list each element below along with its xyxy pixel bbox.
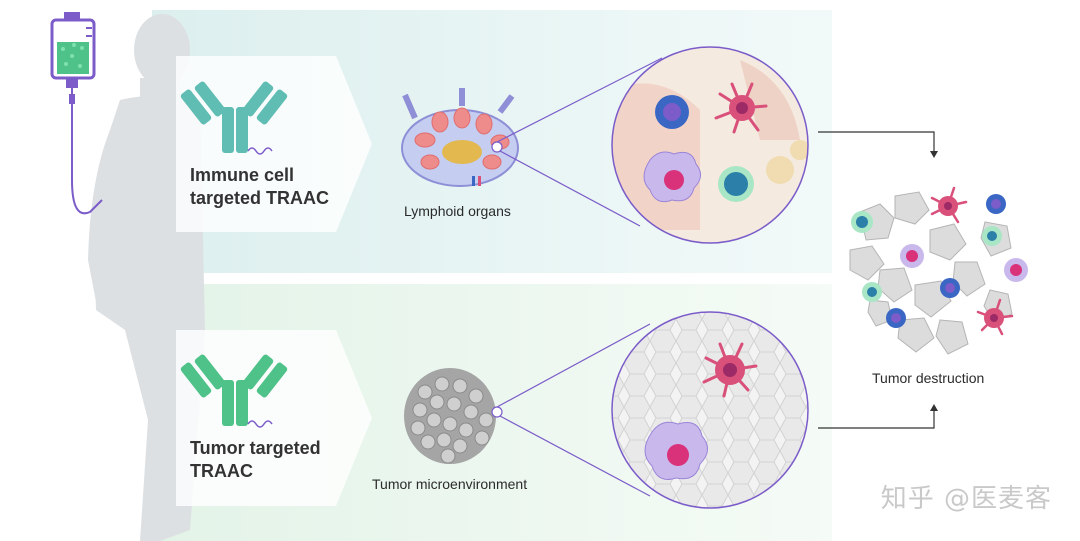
- lymphoid-organs-label: Lymphoid organs: [404, 203, 511, 219]
- bottom-chevron: [176, 330, 372, 506]
- zoom-lines: [491, 57, 663, 497]
- arrow-head-up: [930, 404, 938, 411]
- bottom-antibody-label-line1: Tumor targeted: [190, 438, 321, 458]
- magnified-lymph-view: [611, 46, 809, 244]
- iv-bag: [50, 12, 103, 215]
- tumor-microenvironment-label: Tumor microenvironment: [372, 476, 528, 492]
- arrows: [818, 131, 935, 429]
- top-antibody-icon: [180, 81, 288, 155]
- bottom-antibody-icon: [180, 354, 288, 428]
- top-chevron: [176, 56, 372, 232]
- tumor-mass-icon: [404, 368, 496, 464]
- magnified-tumor-view: [611, 311, 809, 509]
- bottom-antibody-label-line2: TRAAC: [190, 461, 253, 481]
- lymph-node-icon: [401, 88, 519, 187]
- watermark: 知乎 @医麦客: [880, 484, 1052, 514]
- top-antibody-label-line1: Immune cell: [190, 165, 295, 185]
- top-antibody-label-line2: targeted TRAAC: [190, 188, 330, 208]
- tumor-destruction-label: Tumor destruction: [872, 370, 985, 386]
- arrow-head-down: [930, 151, 938, 158]
- tumor-destruction-cluster: [849, 186, 1028, 355]
